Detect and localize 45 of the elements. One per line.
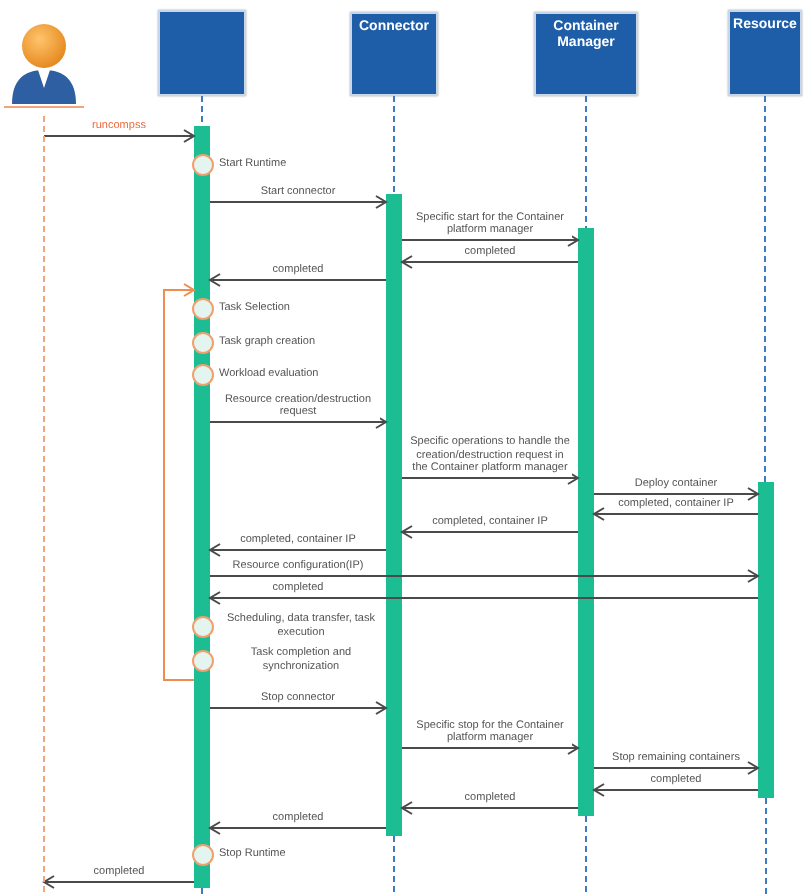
loop-arrow — [163, 283, 195, 681]
participant-box — [350, 12, 438, 96]
participant-box — [158, 10, 246, 96]
step-circle — [191, 843, 213, 865]
lifeline — [585, 815, 587, 896]
message-arrow — [593, 487, 759, 501]
lifeline — [764, 95, 766, 483]
message-arrow — [209, 415, 387, 429]
user-icon — [4, 20, 84, 108]
lifeline — [201, 95, 203, 127]
message-arrow — [209, 273, 387, 287]
message-arrow — [401, 525, 579, 539]
activation-bar — [758, 482, 774, 798]
message-arrow — [401, 471, 579, 485]
message-arrow — [209, 701, 387, 715]
lifeline — [765, 797, 767, 896]
message-arrow — [593, 507, 759, 521]
message-arrow — [209, 195, 387, 209]
message-arrow — [401, 255, 579, 269]
message-arrow — [209, 591, 759, 605]
activation-bar — [386, 194, 402, 836]
message-arrow — [401, 741, 579, 755]
lifeline — [585, 95, 587, 229]
step-circle — [191, 615, 213, 637]
message-arrow — [401, 233, 579, 247]
step-circle — [191, 363, 213, 385]
participant-box — [728, 10, 802, 96]
step-circle — [191, 649, 213, 671]
lifeline — [393, 835, 395, 896]
message-arrow — [209, 543, 387, 557]
message-arrow — [593, 761, 759, 775]
lifeline — [201, 887, 203, 896]
message-arrow — [593, 783, 759, 797]
message-arrow — [209, 821, 387, 835]
message-arrow — [43, 129, 195, 143]
participant-box — [534, 12, 638, 96]
lifeline — [43, 115, 45, 896]
message-arrow — [401, 801, 579, 815]
step-circle — [191, 331, 213, 353]
activation-bar — [578, 228, 594, 816]
step-circle — [191, 297, 213, 319]
lifeline — [393, 95, 395, 195]
step-circle — [191, 153, 213, 175]
message-arrow — [43, 875, 195, 889]
message-arrow — [209, 569, 759, 583]
